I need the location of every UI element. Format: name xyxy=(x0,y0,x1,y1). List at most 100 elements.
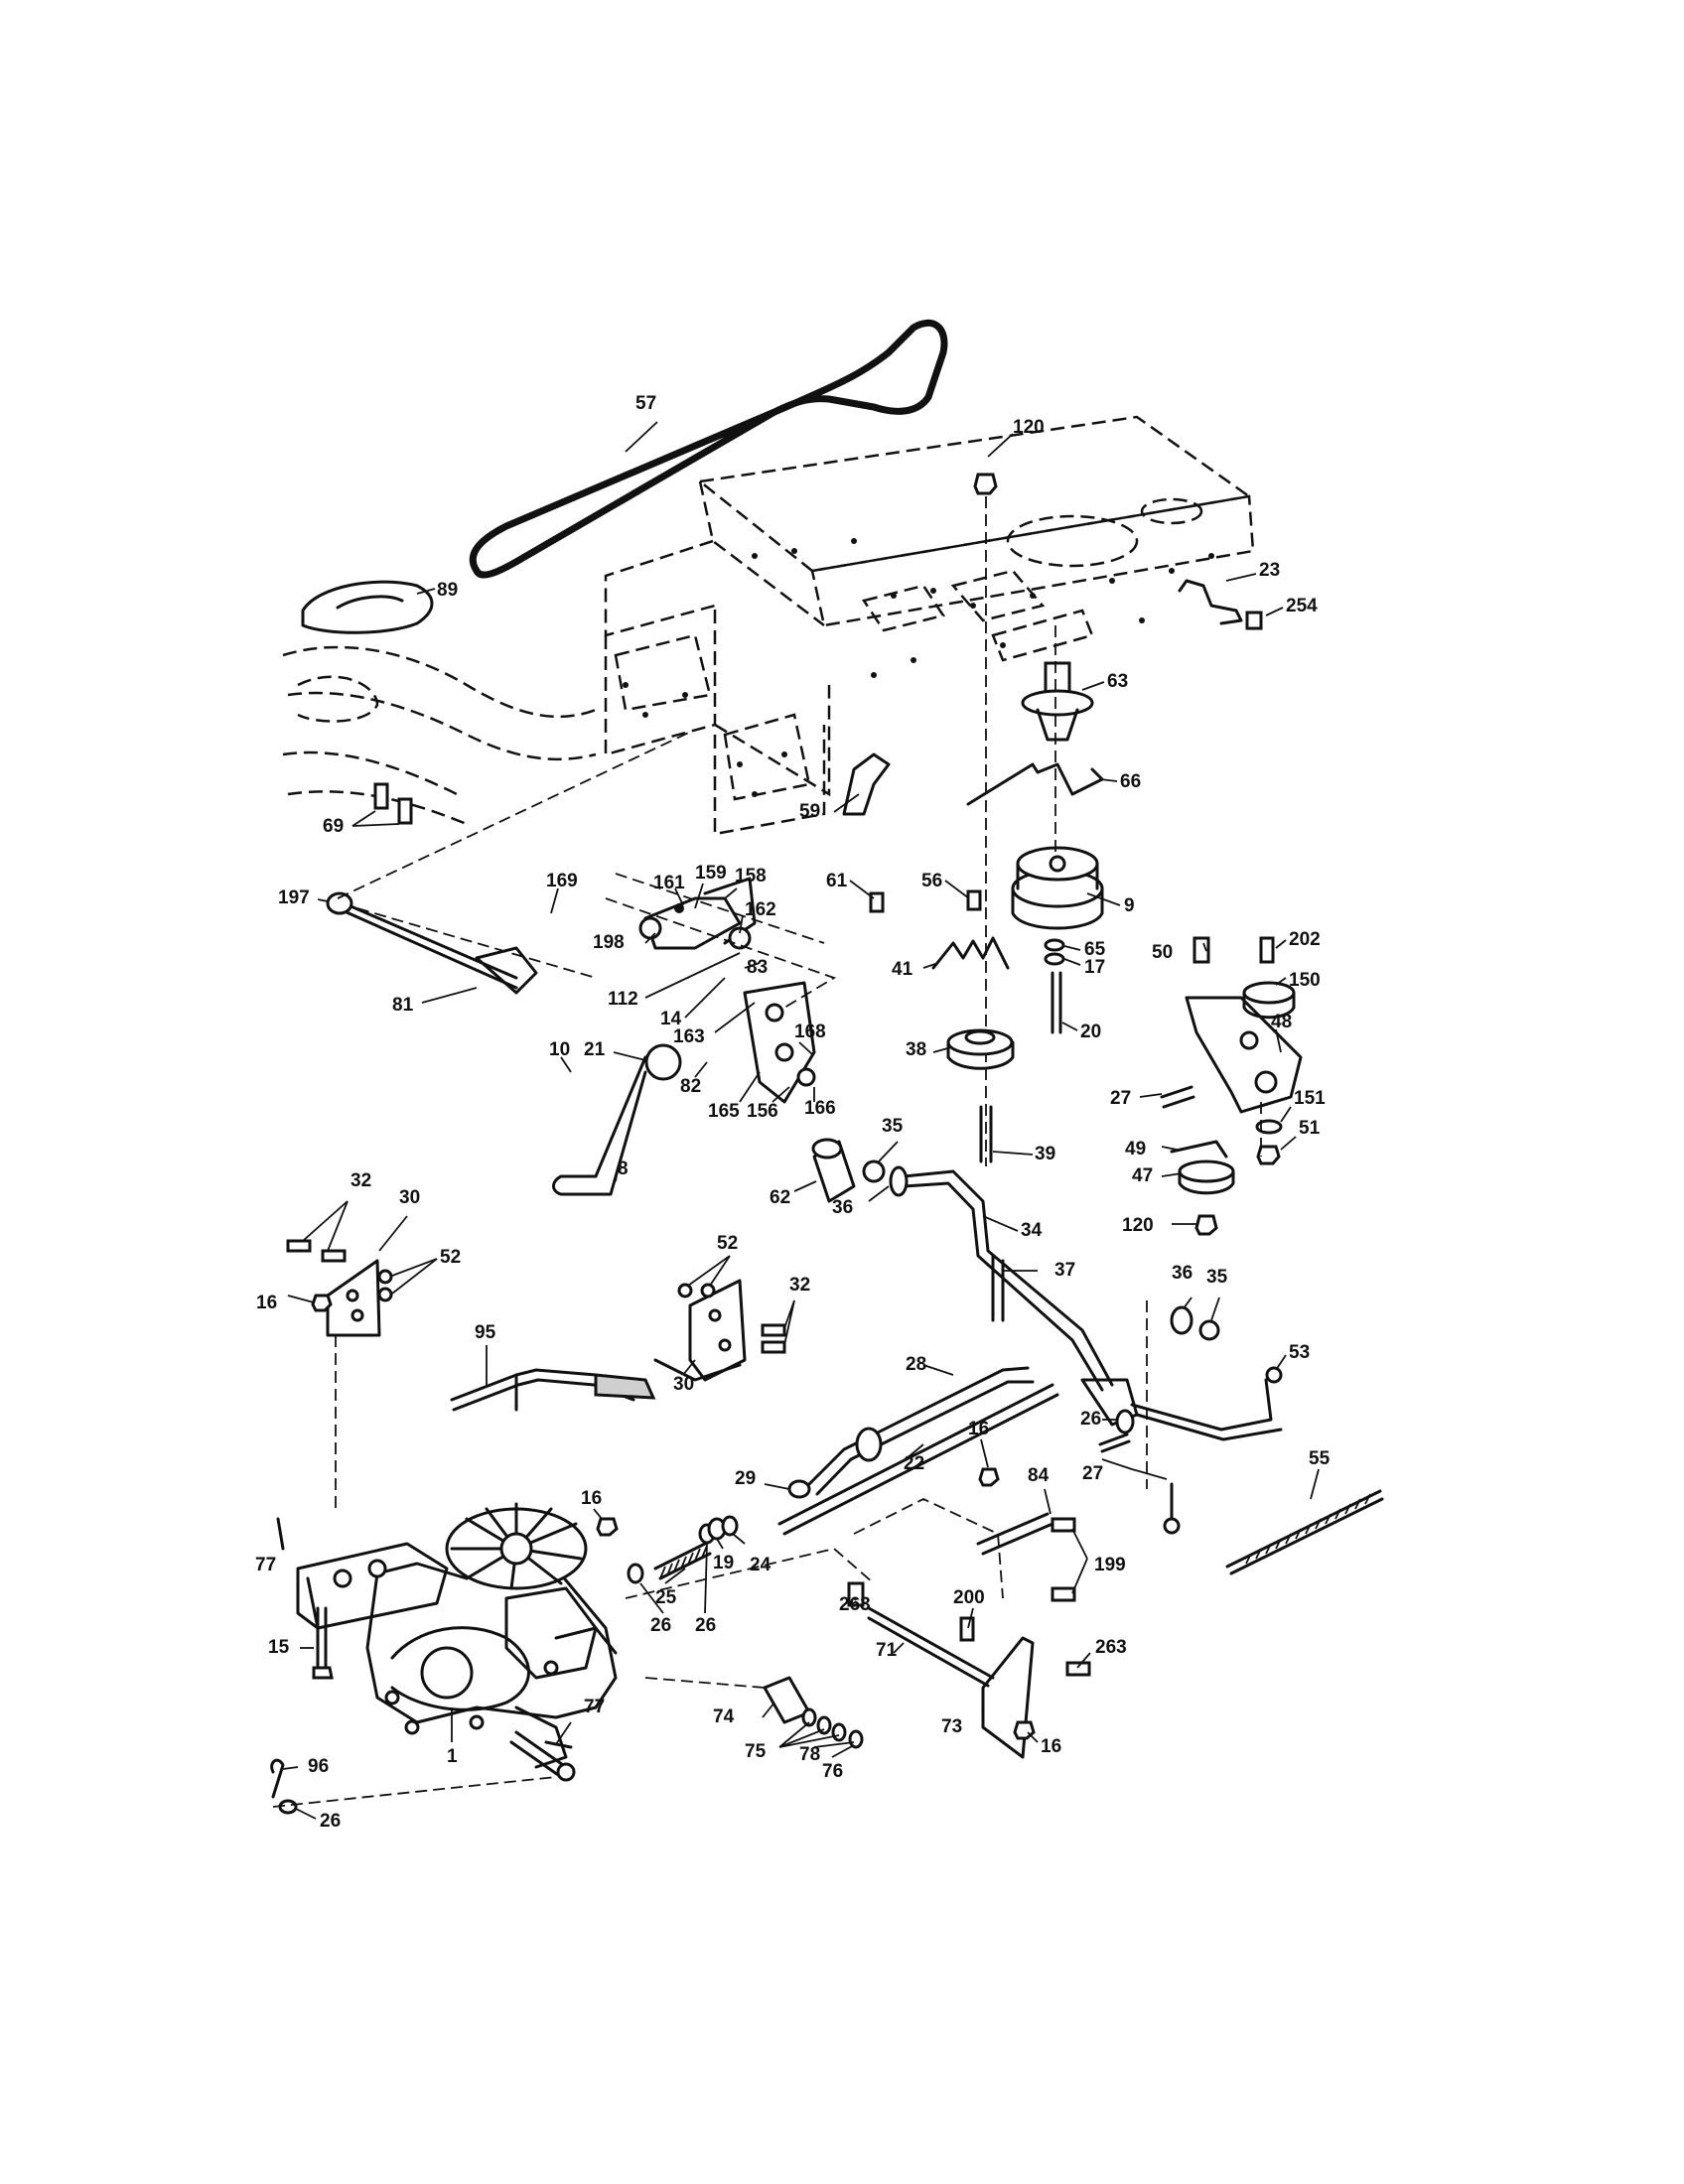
callout-30: 30 xyxy=(673,1374,694,1395)
callout-36: 36 xyxy=(1172,1263,1193,1284)
callout-56: 56 xyxy=(921,871,942,891)
transaxle xyxy=(296,1502,618,1782)
pulley-63 xyxy=(1021,661,1094,742)
idler-pulley-47 xyxy=(1178,1160,1235,1195)
nut-120-top xyxy=(973,473,998,495)
callout-27: 27 xyxy=(1082,1463,1103,1484)
bolt-200 xyxy=(959,1616,975,1642)
centerline-81 xyxy=(356,907,597,979)
callout-63: 63 xyxy=(1107,671,1128,692)
callout-202: 202 xyxy=(1289,929,1321,950)
callout-150: 150 xyxy=(1289,970,1321,991)
callout-55: 55 xyxy=(1309,1448,1331,1469)
callout-15: 15 xyxy=(268,1637,290,1658)
spring-41 xyxy=(931,936,1010,970)
callout-61: 61 xyxy=(826,871,848,891)
bolts-32-right xyxy=(761,1323,786,1354)
spring-25 xyxy=(653,1542,712,1580)
belt-guide-59 xyxy=(842,752,891,816)
callout-8: 8 xyxy=(618,1159,629,1179)
rod-53 xyxy=(1130,1373,1283,1441)
callout-52: 52 xyxy=(440,1247,461,1268)
callout-77: 77 xyxy=(584,1697,605,1717)
rod-22 xyxy=(777,1383,1059,1536)
callout-50: 50 xyxy=(1152,942,1173,963)
callout-39: 39 xyxy=(1035,1144,1055,1164)
callout-263: 263 xyxy=(1095,1637,1127,1658)
callout-47: 47 xyxy=(1132,1165,1153,1186)
callout-66: 66 xyxy=(1120,771,1141,792)
callout-77: 77 xyxy=(255,1555,276,1575)
callout-156: 156 xyxy=(747,1101,778,1122)
bracket-23 xyxy=(1178,579,1243,625)
callout-200: 200 xyxy=(953,1587,985,1608)
fender-cover xyxy=(301,580,434,634)
bushing-35b xyxy=(1198,1319,1220,1341)
rod-27-eye-loop xyxy=(1163,1517,1181,1535)
shift-lever xyxy=(552,1055,647,1196)
callout-71: 71 xyxy=(876,1640,898,1661)
callout-53: 53 xyxy=(1289,1342,1310,1363)
callout-25: 25 xyxy=(655,1587,677,1608)
nut-16c xyxy=(978,1467,1000,1487)
callout-35: 35 xyxy=(882,1116,904,1137)
callout-labels: 57 120 89 23 254 63 66 59 69 61 56 9 197… xyxy=(255,393,1331,1832)
bracket-30-left xyxy=(326,1259,381,1337)
callout-17: 17 xyxy=(1084,957,1105,978)
callout-26: 26 xyxy=(695,1615,716,1636)
callout-158: 158 xyxy=(735,866,767,887)
callout-14: 14 xyxy=(660,1009,682,1029)
nuts-52-left xyxy=(377,1269,393,1302)
callout-28: 28 xyxy=(906,1354,926,1375)
callout-16: 16 xyxy=(256,1293,277,1313)
rod-28 xyxy=(807,1366,1035,1496)
bolt-39 xyxy=(979,1105,993,1163)
callout-96: 96 xyxy=(308,1756,329,1777)
callout-26: 26 xyxy=(1080,1409,1101,1430)
bolt-15 xyxy=(316,1606,328,1670)
frame-holes xyxy=(623,538,1214,797)
callout-95: 95 xyxy=(475,1322,496,1343)
callout-16: 16 xyxy=(581,1488,602,1509)
idler-bracket-48 xyxy=(1185,996,1303,1114)
pto-clutch-9 xyxy=(1011,846,1104,930)
nut-120-bottom xyxy=(1194,1214,1218,1236)
callout-22: 22 xyxy=(904,1453,924,1474)
washers-65-17 xyxy=(1044,938,1065,966)
callout-24: 24 xyxy=(750,1555,772,1575)
callout-159: 159 xyxy=(695,863,727,884)
callout-161: 161 xyxy=(653,873,685,893)
centerline-bracket-b xyxy=(615,873,825,944)
fender-outline xyxy=(282,645,597,826)
bolts-69 xyxy=(373,782,413,825)
callout-16: 16 xyxy=(968,1419,989,1439)
lever-95 xyxy=(450,1368,656,1412)
bolt-56 xyxy=(966,889,982,911)
bolt-61 xyxy=(869,891,885,913)
callout-62: 62 xyxy=(770,1187,790,1208)
shift-knob xyxy=(644,1043,682,1081)
idler-pulley-150 xyxy=(1242,981,1296,1020)
bushing-35a xyxy=(862,1160,886,1183)
centerline-frame-81 xyxy=(337,729,696,899)
centerline-bracket xyxy=(605,897,837,1009)
nuts-52-right xyxy=(677,1283,716,1298)
callout-20: 20 xyxy=(1080,1022,1101,1042)
shaft-34 xyxy=(902,1169,1139,1427)
washer-26d xyxy=(278,1799,298,1815)
callout-34: 34 xyxy=(1021,1220,1043,1241)
callout-27: 27 xyxy=(1110,1088,1131,1109)
link-plate-165 xyxy=(743,981,816,1104)
callout-37: 37 xyxy=(1054,1260,1075,1281)
callout-32: 32 xyxy=(789,1275,810,1296)
callout-49: 49 xyxy=(1125,1139,1146,1160)
callout-120: 120 xyxy=(1122,1215,1154,1236)
callout-82: 82 xyxy=(680,1076,701,1097)
callout-163: 163 xyxy=(673,1026,705,1047)
bolts-32-left xyxy=(286,1239,347,1263)
belt-guide-66 xyxy=(966,762,1104,806)
bolt-27-mid xyxy=(1098,1433,1131,1453)
callout-57: 57 xyxy=(635,393,656,414)
callout-198: 198 xyxy=(593,932,625,953)
